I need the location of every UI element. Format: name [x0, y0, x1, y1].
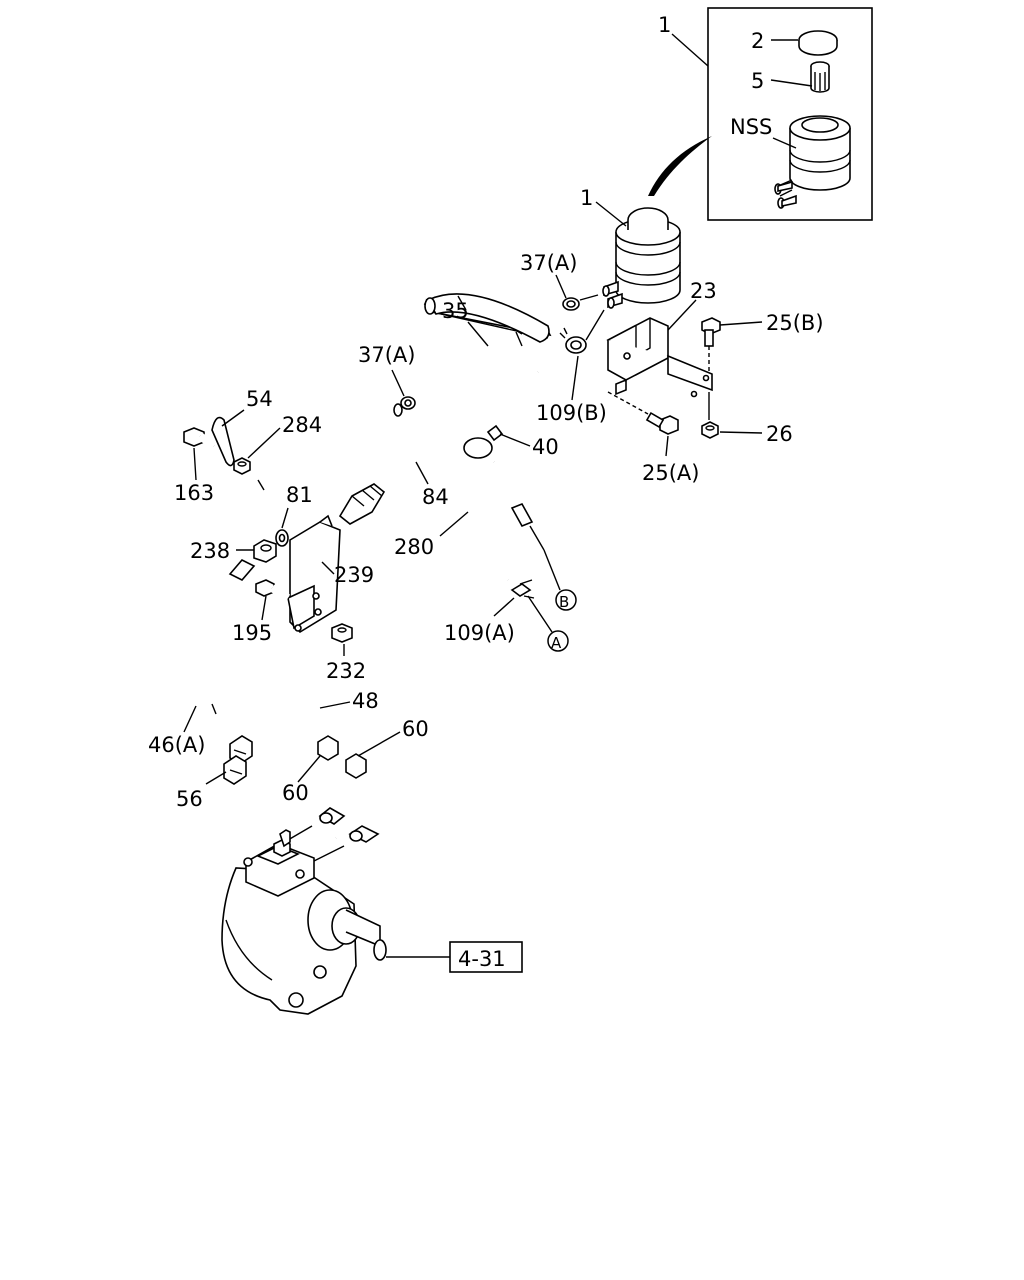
connector-b-marker — [555, 589, 577, 611]
hose-35 — [423, 293, 552, 347]
label-238: 238 — [190, 539, 230, 563]
label-nss: NSS — [730, 115, 772, 139]
clamp-37a-top — [562, 297, 580, 311]
reference-label[interactable]: 4-31 — [458, 947, 506, 971]
nut-284 — [233, 457, 251, 475]
label-35: 35 — [442, 299, 469, 323]
label-2: 2 — [751, 29, 764, 53]
fitting-to-b — [490, 460, 545, 551]
reservoir-part — [602, 207, 681, 309]
reference-box[interactable] — [449, 941, 523, 973]
clamp-109a — [510, 579, 535, 599]
label-46a: 46(A) — [148, 733, 205, 757]
label-1: 1 — [580, 186, 593, 210]
clip-54 — [211, 416, 235, 467]
bracket-23 — [606, 317, 713, 398]
label-5: 5 — [751, 69, 764, 93]
inset-detail-box: 2 5 NSS — [707, 7, 873, 221]
label-25b: 25(B) — [766, 311, 824, 335]
label-239: 239 — [334, 563, 374, 587]
steering-gearbox — [221, 829, 387, 1015]
bolt-163 — [183, 427, 217, 450]
label-109a: 109(A) — [444, 621, 515, 645]
bracket-239 — [287, 514, 341, 634]
clamp-109b — [559, 327, 587, 354]
clamp-60-right — [345, 753, 367, 779]
pipe-48 — [207, 559, 417, 842]
hose-280 — [479, 368, 540, 583]
label-81: 81 — [286, 483, 313, 507]
clamp-40 — [463, 424, 504, 459]
label-109b: 109(B) — [536, 401, 607, 425]
pipe-46a — [160, 403, 437, 832]
connector-a-label: A — [551, 634, 562, 652]
label-60-left: 60 — [282, 781, 309, 805]
label-232: 232 — [326, 659, 366, 683]
washer-81 — [275, 529, 289, 547]
nut-26 — [701, 421, 719, 439]
bolt-25a — [645, 411, 679, 435]
fitting-return-end — [348, 825, 380, 843]
label-54: 54 — [246, 387, 273, 411]
label-26: 26 — [766, 422, 793, 446]
label-60-right: 60 — [402, 717, 429, 741]
nut-232 — [331, 623, 353, 643]
label-25a: 25(A) — [642, 461, 699, 485]
clip-56 — [223, 735, 253, 785]
label-56: 56 — [176, 787, 203, 811]
hose-84 — [338, 433, 485, 525]
nut-238 — [253, 539, 277, 563]
fitting-pressure-end — [318, 807, 346, 825]
label-37a: 37(A) — [358, 343, 415, 367]
label-84: 84 — [422, 485, 449, 509]
bolt-25b — [701, 317, 721, 347]
label-37a-top: 37(A) — [520, 251, 577, 275]
reservoir-detail — [774, 115, 851, 209]
inset-pointer-arrow — [648, 136, 712, 196]
label-163: 163 — [174, 481, 214, 505]
filter-part — [810, 61, 830, 93]
label-280: 280 — [394, 535, 434, 559]
clamp-37a — [400, 396, 416, 410]
connector-a-marker — [547, 630, 569, 652]
label-40: 40 — [532, 435, 559, 459]
label-1-top: 1 — [658, 13, 671, 37]
label-23: 23 — [690, 279, 717, 303]
label-48: 48 — [352, 689, 379, 713]
bolt-195 — [255, 579, 291, 602]
label-284: 284 — [282, 413, 322, 437]
clamp-60-left — [317, 735, 339, 761]
label-195: 195 — [232, 621, 272, 645]
connector-b-label: B — [559, 593, 569, 611]
